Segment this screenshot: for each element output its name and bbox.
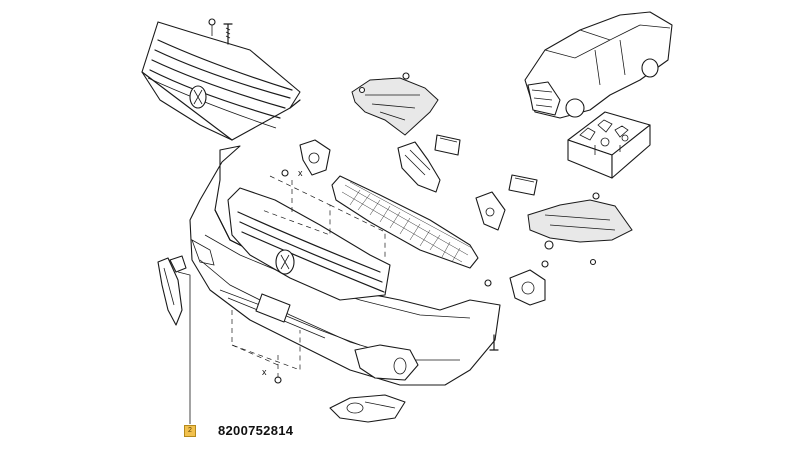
part-number-label[interactable]: 8200752814	[218, 423, 294, 438]
lower-mesh-grille[interactable]	[331, 175, 479, 269]
upper-splash-shield[interactable]	[351, 72, 439, 136]
foglamp-cover-left[interactable]	[329, 394, 406, 423]
side-bracket-left[interactable]	[397, 141, 441, 193]
marker-x-upper: x	[298, 168, 303, 178]
reflector-plate-left[interactable]	[434, 134, 461, 156]
headlamp-bracket-right[interactable]	[475, 191, 506, 231]
side-trim-left[interactable]	[157, 255, 187, 326]
front-bumper[interactable]	[189, 145, 501, 386]
reflector-plate-right[interactable]	[508, 174, 538, 196]
guide-lines	[231, 175, 386, 378]
fastener-screws[interactable]	[274, 169, 499, 384]
callout-index-badge[interactable]: 2	[184, 425, 196, 437]
marker-x-lower: x	[262, 367, 267, 377]
foglamp-bracket-right[interactable]	[509, 260, 549, 306]
callout-leader-line	[177, 271, 191, 424]
hardware-box-icon	[567, 111, 651, 179]
headlamp-bracket-left[interactable]	[299, 139, 331, 176]
lower-splash-shield[interactable]	[527, 192, 633, 266]
grille-bolt[interactable]	[208, 18, 233, 45]
upper-grille[interactable]	[141, 21, 301, 141]
car-icon	[524, 11, 673, 119]
